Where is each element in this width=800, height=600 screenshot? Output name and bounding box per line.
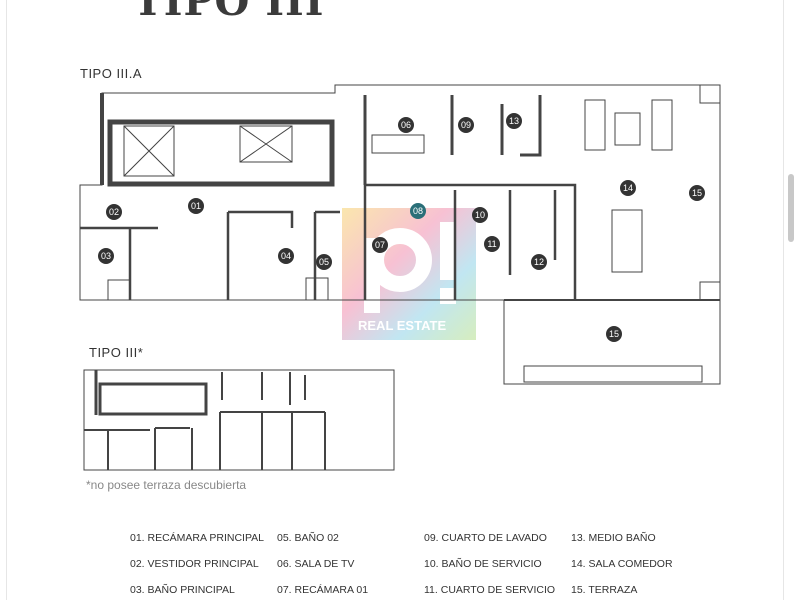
watermark-logo-mark xyxy=(364,222,456,313)
room-marker-label: 10 xyxy=(475,210,485,220)
legend-item: 11. CUARTO DE SERVICIO xyxy=(424,584,556,596)
room-marker-03: 03 xyxy=(98,248,114,264)
room-marker-label: 15 xyxy=(609,329,619,339)
plan-a-label: TIPO III.A xyxy=(80,66,143,81)
room-marker-label: 03 xyxy=(101,251,111,261)
room-marker-15: 15 xyxy=(689,185,705,201)
plan-note: *no posee terraza descubierta xyxy=(86,478,247,492)
room-marker-label: 13 xyxy=(509,116,519,126)
room-marker-08: 08 xyxy=(410,203,426,219)
room-marker-05: 05 xyxy=(316,254,332,270)
room-marker-label: 09 xyxy=(461,120,471,130)
page-title: TIPO III xyxy=(133,0,325,25)
room-marker-07: 07 xyxy=(372,237,388,253)
scrollbar[interactable] xyxy=(788,174,794,242)
room-marker-15: 15 xyxy=(606,326,622,342)
legend-item: 09. CUARTO DE LAVADO xyxy=(424,532,547,544)
room-marker-label: 11 xyxy=(487,239,496,249)
room-marker-13: 13 xyxy=(506,113,522,129)
room-marker-label: 05 xyxy=(319,257,329,267)
plan-b-label: TIPO III* xyxy=(89,345,144,360)
legend-item: 13. MEDIO BAÑO xyxy=(571,532,656,544)
room-marker-02: 02 xyxy=(106,204,122,220)
legend-item: 15. TERRAZA xyxy=(571,584,638,596)
room-marker-label: 04 xyxy=(281,251,291,261)
room-marker-label: 06 xyxy=(401,120,411,130)
room-marker-11: 11 xyxy=(484,236,500,252)
room-marker-01: 01 xyxy=(188,198,204,214)
floor-plan-b xyxy=(83,369,395,471)
room-marker-label: 12 xyxy=(534,257,544,267)
room-marker-label: 14 xyxy=(623,183,633,193)
room-marker-04: 04 xyxy=(278,248,294,264)
room-marker-label: 08 xyxy=(413,206,423,216)
legend-item: 07. RECÁMARA 01 xyxy=(277,584,369,596)
watermark-text: REAL ESTATE xyxy=(358,318,447,333)
legend-item: 03. BAÑO PRINCIPAL xyxy=(130,584,235,596)
room-marker-label: 02 xyxy=(109,207,119,217)
room-marker-14: 14 xyxy=(620,180,636,196)
legend-item: 05. BAÑO 02 xyxy=(277,532,339,544)
legend-item: 14. SALA COMEDOR xyxy=(571,558,673,570)
legend-item: 01. RECÁMARA PRINCIPAL xyxy=(130,532,265,544)
legend-item: 02. VESTIDOR PRINCIPAL xyxy=(130,558,259,570)
room-marker-label: 01 xyxy=(191,201,201,211)
room-marker-label: 07 xyxy=(375,240,385,250)
room-marker-12: 12 xyxy=(531,254,547,270)
room-marker-06: 06 xyxy=(398,117,414,133)
room-marker-label: 15 xyxy=(692,188,702,198)
room-marker-10: 10 xyxy=(472,207,488,223)
legend-item: 10. BAÑO DE SERVICIO xyxy=(424,558,542,570)
room-marker-09: 09 xyxy=(458,117,474,133)
legend-item: 06. SALA DE TV xyxy=(277,558,355,570)
